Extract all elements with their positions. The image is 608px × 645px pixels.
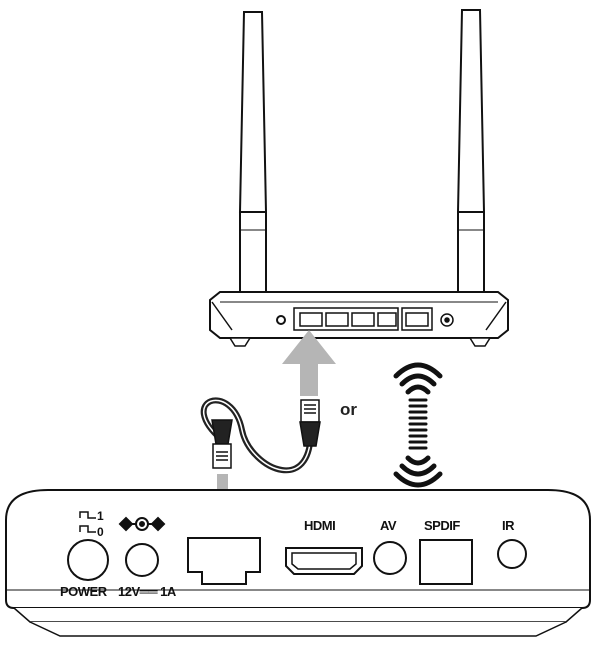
av-port-label: AV xyxy=(380,518,397,533)
hdmi-port-label: HDMI xyxy=(304,518,335,533)
power-switch-off-label: 0 xyxy=(97,525,104,539)
ethernet-cable xyxy=(200,397,314,474)
dc-port-label: 12V══ 1A xyxy=(118,584,177,599)
spdif-port-label: SPDIF xyxy=(424,518,460,533)
dc-polarity-icon xyxy=(118,516,166,532)
router-antenna-left xyxy=(238,11,268,293)
dc-jack-port xyxy=(125,543,159,577)
ir-port-label: IR xyxy=(502,518,515,533)
or-label: or xyxy=(340,400,357,419)
power-switch-icon xyxy=(79,511,96,533)
ir-port xyxy=(497,539,527,569)
router-power-jack xyxy=(440,313,454,327)
router-antenna-right xyxy=(456,9,486,293)
router-wan-port xyxy=(401,307,433,331)
av-port xyxy=(373,541,407,575)
rj45-plug-router-side xyxy=(299,399,321,447)
rj45-plug-box-side xyxy=(211,419,233,469)
wireless-signal-icon xyxy=(393,362,443,488)
spdif-port xyxy=(419,539,473,585)
power-switch-port xyxy=(67,539,109,581)
power-port-label: POWER xyxy=(60,584,108,599)
power-switch-on-label: 1 xyxy=(97,509,104,523)
hdmi-port xyxy=(285,547,363,575)
router-lan-ports xyxy=(293,307,399,331)
arrow-to-router xyxy=(282,330,336,396)
router-reset-button xyxy=(276,315,286,325)
router xyxy=(209,9,509,347)
lan-port xyxy=(187,537,261,585)
